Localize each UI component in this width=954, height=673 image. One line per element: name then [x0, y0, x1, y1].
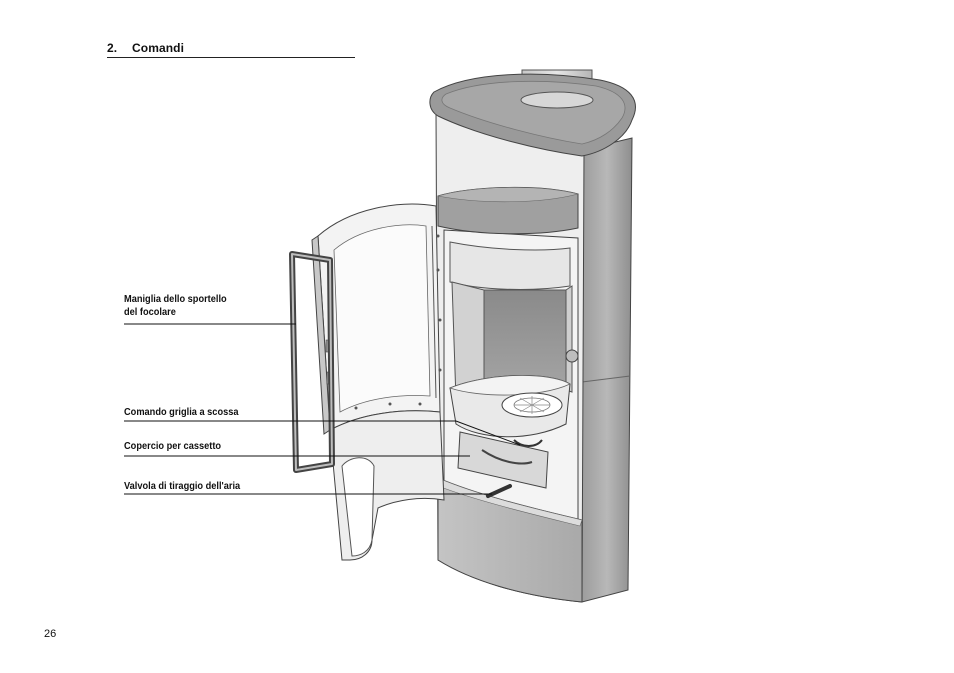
- callout-door-handle: Maniglia dello sportello del focolare: [124, 293, 227, 319]
- section-number: 2.: [107, 41, 118, 55]
- section-title: Comandi: [132, 41, 185, 55]
- baffle: [449, 241, 571, 290]
- callout-door-handle-line2: del focolare: [124, 306, 176, 318]
- callout-ash-drawer-cover: Copercio per cassetto: [124, 440, 222, 452]
- body-side-panel: [581, 137, 633, 603]
- callout-shaking-grate: Comando griglia a scossa: [124, 406, 239, 418]
- leader-shaking-grate: [124, 420, 521, 446]
- callout-air-valve: Valvola di tiraggio dell'aria: [124, 480, 241, 492]
- callout-door-handle-line1: Maniglia dello sportello: [124, 293, 227, 305]
- section-heading: 2. Comandi: [107, 41, 355, 58]
- page-number: 26: [44, 628, 57, 640]
